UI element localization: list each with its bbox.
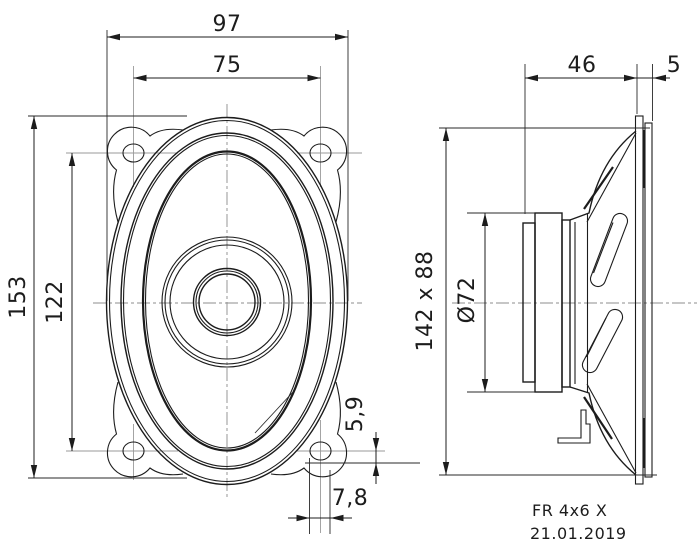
part-number-label: FR 4x6 X xyxy=(532,501,607,520)
front-dimensions: 97 75 153 122 5,9 7,8 xyxy=(6,12,420,534)
vent-slots xyxy=(581,166,629,440)
mounting-hole xyxy=(309,441,332,461)
dim-flange-depth-label: 5 xyxy=(667,53,682,78)
date-label: 21.01.2019 xyxy=(530,524,627,543)
front-plate xyxy=(561,219,571,388)
side-view xyxy=(452,115,697,485)
mounting-hole xyxy=(122,143,145,163)
magnet-assembly xyxy=(522,212,589,393)
dim-overall-width-label: 97 xyxy=(213,12,242,37)
dim-hole-edge-h-label: 7,8 xyxy=(332,486,369,511)
cone-bottom xyxy=(586,383,637,474)
ear-top-left xyxy=(106,126,184,223)
mounting-hole xyxy=(122,441,145,461)
front-view xyxy=(66,66,385,533)
side-dimensions: 46 5 142 x 88 Ø72 xyxy=(413,53,682,476)
ear-bottom-right xyxy=(270,381,348,478)
leader-line xyxy=(254,391,294,434)
dim-mounting-depth-label: 46 xyxy=(568,53,597,78)
ear-bottom-left xyxy=(106,381,184,478)
dim-hole-spacing-h-label: 75 xyxy=(213,53,242,78)
speaker-frame-ellipses xyxy=(105,116,349,486)
dim-overall-height-label: 153 xyxy=(6,275,31,319)
slot-upper xyxy=(589,212,629,288)
slot-edge-on-bottom xyxy=(583,396,613,440)
rear-plate xyxy=(522,222,536,383)
cone-and-dustcap-circles xyxy=(161,236,293,368)
dust-cap xyxy=(198,273,256,331)
surround-inner-edge xyxy=(144,153,310,449)
gasket xyxy=(644,122,653,478)
dim-hole-spacing-v-label: 122 xyxy=(43,280,68,324)
magnet xyxy=(534,212,563,393)
mounting-flange xyxy=(634,115,644,485)
ear-top-right xyxy=(270,126,348,223)
slot-edge-on-top xyxy=(583,166,614,210)
mounting-ears xyxy=(106,126,348,478)
dim-cutout-label: 142 x 88 xyxy=(413,251,438,352)
slot-lower xyxy=(581,308,624,374)
basket-profile xyxy=(569,130,637,476)
surround-outer-edge xyxy=(141,150,313,452)
mounting-hole xyxy=(309,143,332,163)
dim-magnet-diameter-label: Ø72 xyxy=(455,277,480,324)
dim-hole-edge-v-label: 5,9 xyxy=(343,396,368,433)
cone-top xyxy=(586,132,637,223)
terminal-lug xyxy=(557,409,591,444)
